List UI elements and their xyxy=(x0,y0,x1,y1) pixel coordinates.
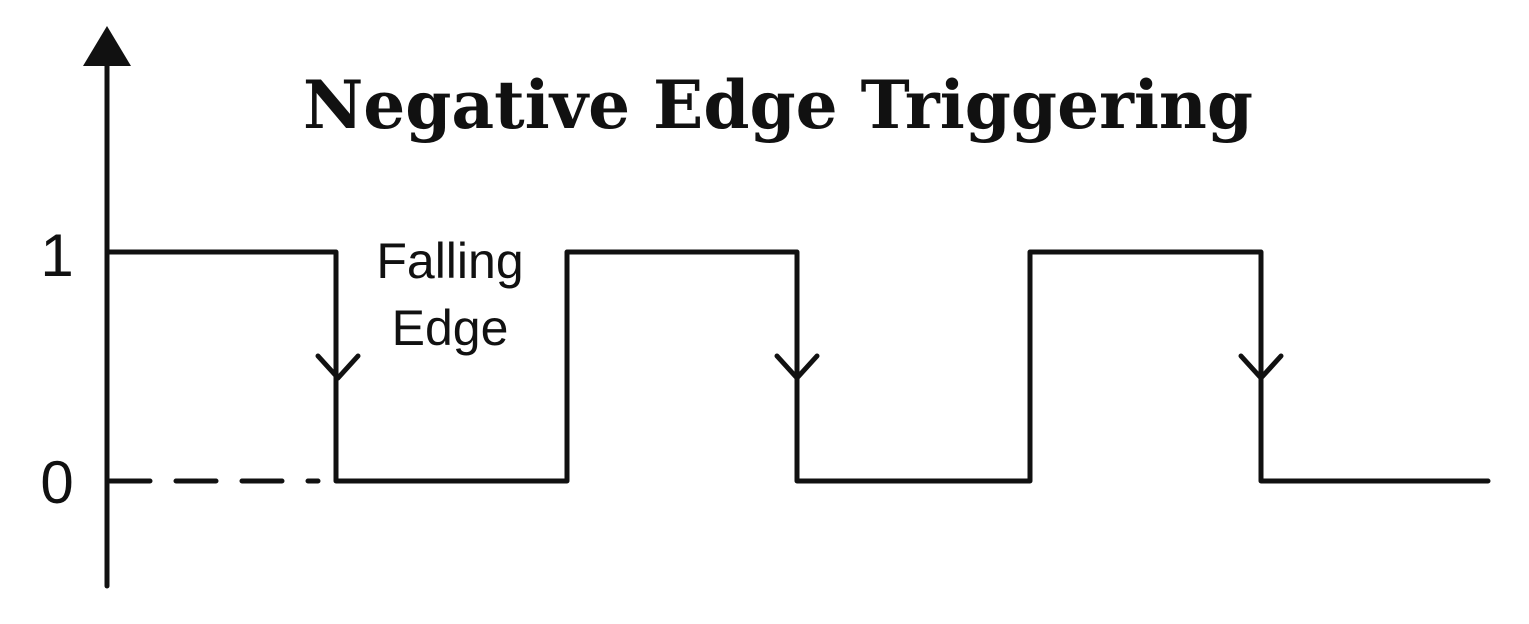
square-wave-signal xyxy=(104,249,1491,484)
annotation-line-2: Edge xyxy=(392,300,509,356)
falling-edge-arrow-icon xyxy=(774,353,820,381)
level-label-low: 0 xyxy=(40,449,73,516)
diagram-title: Negative Edge Triggering xyxy=(303,66,1253,144)
axis-arrowhead-icon xyxy=(83,26,131,66)
level-label-high: 1 xyxy=(40,222,73,289)
annotation-line-1: Falling xyxy=(376,233,523,289)
falling-edge-arrow-icon xyxy=(1238,353,1284,381)
falling-edge-arrow-icon xyxy=(315,353,361,381)
